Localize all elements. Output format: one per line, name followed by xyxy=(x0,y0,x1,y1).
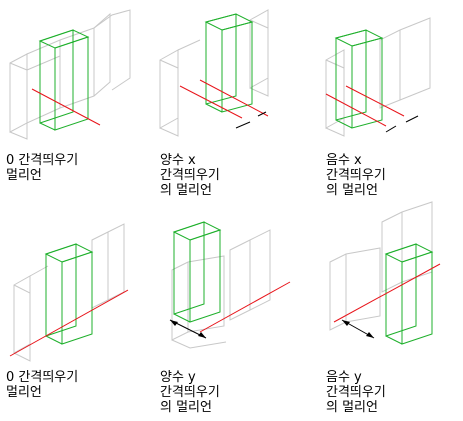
caption-line: 음수 y xyxy=(326,370,362,385)
caption-line: 간격띄우기 xyxy=(160,385,220,400)
panel-2-figure xyxy=(159,9,269,137)
panel-1-figure xyxy=(9,9,131,140)
panel-6-arrowhead-left xyxy=(342,320,350,326)
panel-4-mullion-line xyxy=(9,289,129,357)
panel-4-figure xyxy=(9,223,129,362)
panel-3-dimension-arrow-end xyxy=(405,115,419,123)
panel-6-ghost-panels xyxy=(329,201,433,331)
panel-1-mullion-line xyxy=(31,88,101,126)
panel-2-mullion-box xyxy=(204,13,254,113)
panel-2-caption: 양수 x 간격띄우기 의 멀리언 xyxy=(160,153,220,198)
caption-line: 간격띄우기 xyxy=(326,168,386,183)
caption-line: 간격띄우기 xyxy=(160,168,220,183)
panel-3-mullion-line xyxy=(345,85,405,117)
caption-line: 의 멀리언 xyxy=(160,183,212,198)
panel-5-ghost-panels xyxy=(171,229,271,349)
panel-2-dimension-arrow-end xyxy=(257,111,267,117)
panel-1-ghost-panels xyxy=(9,9,131,140)
panel-1-caption: 0 간격띄우기 멀리언 xyxy=(6,153,78,183)
panel-5-arrowhead-right xyxy=(198,332,206,338)
panel-3-caption: 음수 x 간격띄우기 의 멀리언 xyxy=(326,153,386,198)
panel-3-mullion-box xyxy=(334,29,384,129)
caption-line: 멀리언 xyxy=(6,168,42,183)
panel-6-mullion-line xyxy=(333,263,441,323)
panel-5-arrowhead-left xyxy=(170,320,178,326)
panel-5-caption: 양수 y 간격띄우기 의 멀리언 xyxy=(160,370,220,415)
caption-line: 멀리언 xyxy=(6,385,42,400)
panel-5-mullion-line xyxy=(199,281,291,333)
panel-4-caption: 0 간격띄우기 멀리언 xyxy=(6,370,78,400)
panel-3-base-line xyxy=(325,93,387,127)
panel-4-ghost-panels xyxy=(13,223,125,362)
caption-line: 0 간격띄우기 xyxy=(6,153,79,168)
caption-line: 의 멀리언 xyxy=(160,400,212,415)
caption-line: 간격띄우기 xyxy=(326,385,386,400)
panel-6-mullion-box xyxy=(384,243,434,345)
panel-3-dimension-arrow xyxy=(385,125,397,133)
panel-6-arrowhead-right xyxy=(366,332,374,338)
caption-line: 0 간격띄우기 xyxy=(6,370,79,385)
caption-line: 양수 x xyxy=(160,153,196,168)
panel-2-ghost-panels xyxy=(159,9,269,137)
caption-line: 양수 y xyxy=(160,370,196,385)
panel-2-base-line xyxy=(179,85,243,119)
panel-6-caption: 음수 y 간격띄우기 의 멀리언 xyxy=(326,370,386,415)
panel-2-dimension-arrow xyxy=(235,121,251,129)
panel-6-figure xyxy=(329,201,441,345)
panel-3-figure xyxy=(325,17,431,137)
panel-2-mullion-line xyxy=(199,79,269,117)
panel-4-mullion-box xyxy=(44,243,94,345)
caption-line: 의 멀리언 xyxy=(326,400,378,415)
panel-5-mullion-box xyxy=(172,221,222,323)
caption-line: 음수 x xyxy=(326,153,362,168)
caption-line: 의 멀리언 xyxy=(326,183,378,198)
panel-5-figure xyxy=(169,221,291,349)
